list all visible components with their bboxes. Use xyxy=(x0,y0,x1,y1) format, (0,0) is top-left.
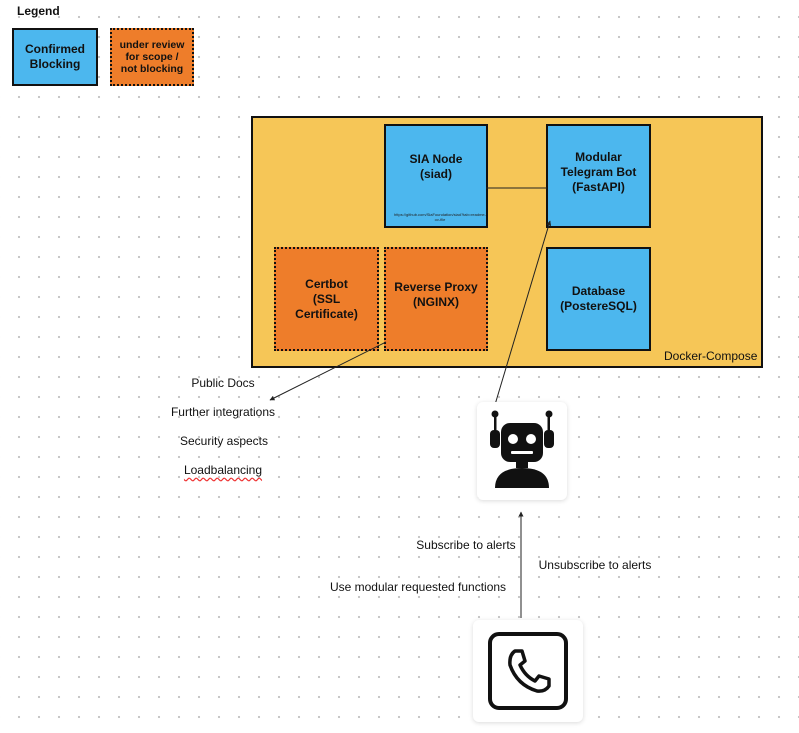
certbot-box[interactable]: Certbot (SSL Certificate) xyxy=(274,247,379,351)
sia-node-link[interactable]: https://github.com/SiaFoundation/siad?ta… xyxy=(394,212,486,222)
legend-under-review: under review for scope / not blocking xyxy=(110,28,194,86)
label-subscribe: Subscribe to alerts xyxy=(416,538,516,552)
note-security-aspects: Security aspects xyxy=(179,434,269,448)
note-public-docs: Public Docs xyxy=(191,376,255,390)
sia-node-box[interactable]: SIA Node (siad) xyxy=(384,124,488,228)
bot-icon-card[interactable] xyxy=(477,402,567,500)
reverse-proxy-box[interactable]: Reverse Proxy (NGINX) xyxy=(384,247,488,351)
legend-confirmed-blocking: Confirmed Blocking xyxy=(12,28,98,86)
note-loadbalancing-text: Loadbalancing xyxy=(183,463,263,477)
label-use-functions: Use modular requested functions xyxy=(329,580,507,594)
note-further-integrations: Further integrations xyxy=(170,405,276,419)
legend-title: Legend xyxy=(17,4,60,18)
phone-icon xyxy=(488,632,568,710)
phone-icon-card[interactable] xyxy=(473,620,583,722)
telegram-bot-box[interactable]: Modular Telegram Bot (FastAPI) xyxy=(546,124,651,228)
label-unsubscribe: Unsubscribe to alerts xyxy=(538,558,652,572)
proxy-notes-arrow xyxy=(269,341,387,401)
bot-icon-to-telegram-bot-arrow xyxy=(493,220,552,409)
database-box[interactable]: Database (PostereSQL) xyxy=(546,247,651,351)
docker-compose-label: Docker-Compose xyxy=(664,349,758,363)
robot-icon xyxy=(490,410,554,488)
note-loadbalancing: Loadbalancing xyxy=(173,463,273,477)
